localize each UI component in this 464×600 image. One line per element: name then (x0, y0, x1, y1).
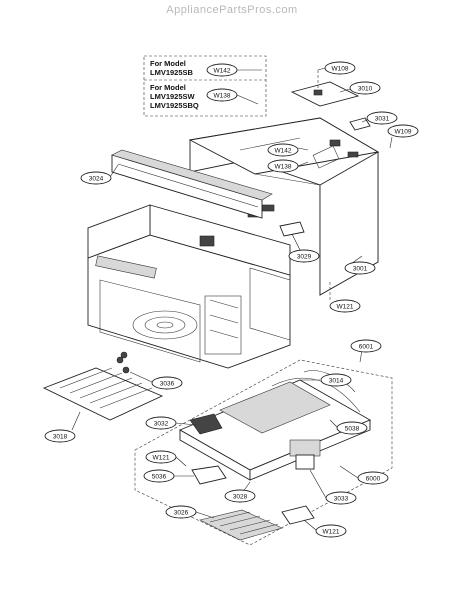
callout-3036: 3036 (160, 381, 175, 388)
callout-5036: 5036 (152, 474, 167, 481)
callout-6000: 6000 (366, 476, 381, 483)
note-2-line1: For Model (150, 83, 186, 92)
note-2-line2: LMV1925SW (150, 92, 196, 101)
bottom-bracket-right (281, 505, 315, 525)
callout-W138: W138 (275, 164, 292, 171)
model-notes: For Model LMV1925SB For Model LMV1925SW … (143, 55, 267, 117)
callout-3032: 3032 (154, 421, 169, 428)
note-1-line2: LMV1925SB (150, 68, 194, 77)
callout-6001: 6001 (359, 344, 374, 351)
callout-3024: 3024 (89, 176, 104, 183)
bottom-bracket-left (191, 465, 227, 485)
base-assembly (134, 359, 393, 546)
callout-W121-lower: W121 (323, 529, 340, 536)
small-bracket (349, 117, 371, 131)
callout-3033: 3033 (334, 496, 349, 503)
callout-3029: 3029 (297, 254, 312, 261)
callout-3014: 3014 (329, 378, 344, 385)
note-2-code: W138 (214, 93, 231, 100)
callout-3001: 3001 (353, 266, 368, 273)
callout-W109: W109 (395, 129, 412, 136)
grease-filter (199, 509, 283, 541)
front-panel-strip (111, 149, 273, 219)
note-2-line3: LMV1925SBQ (150, 101, 199, 110)
watermark: AppliancePartsPros.com (166, 4, 298, 16)
callout-3026: 3026 (174, 510, 189, 517)
side-bracket (279, 221, 305, 237)
callout-3031: 3031 (375, 116, 390, 123)
glass-tray (42, 367, 164, 421)
roller-parts (116, 356, 130, 374)
callout-3018: 3018 (53, 434, 68, 441)
model-notes-border (143, 55, 267, 117)
callout-5038: 5038 (345, 426, 360, 433)
note-1-line1: For Model (150, 59, 186, 68)
callout-W142: W142 (275, 148, 292, 155)
callout-3028: 3028 (233, 494, 248, 501)
callout-W121-middle: W121 (153, 455, 170, 462)
top-plate (290, 70, 360, 107)
oven-cavity (87, 204, 291, 369)
note-1-code: W142 (214, 68, 231, 75)
callout-W121-upper: W121 (337, 304, 354, 311)
callout-3010: 3010 (358, 86, 373, 93)
callout-W108: W108 (332, 66, 349, 73)
callouts: W108 3010 3031 W109 W142 W138 3024 3029 (44, 61, 419, 538)
